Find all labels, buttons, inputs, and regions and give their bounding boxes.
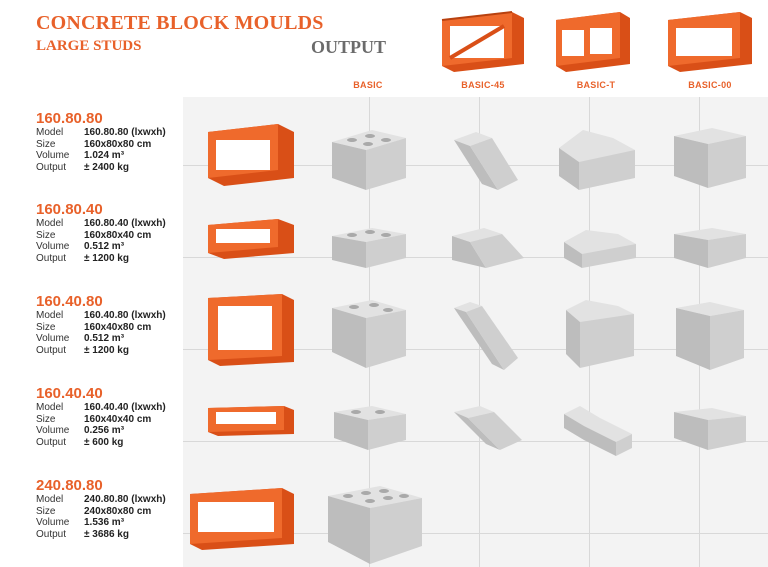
page-subtitle: LARGE STUDS bbox=[36, 38, 142, 54]
mould-160-40-40 bbox=[208, 406, 294, 436]
block-160-40-80-basic-00 bbox=[676, 302, 744, 370]
row-title: 160.80.80 bbox=[36, 110, 103, 127]
mould-160-80-40 bbox=[208, 219, 294, 259]
column-mould-basic-t bbox=[668, 12, 752, 72]
block-160-40-40-basic-t bbox=[564, 406, 632, 456]
mould-160-80-80 bbox=[208, 124, 294, 186]
block-240-80-80-basic bbox=[328, 486, 422, 564]
column-label-basic-t: BASIC-T bbox=[576, 80, 616, 90]
output-heading: OUTPUT bbox=[311, 37, 387, 57]
block-160-80-80-basic-00 bbox=[674, 128, 746, 188]
row-title: 160.40.80 bbox=[36, 293, 103, 310]
row-title: 160.40.40 bbox=[36, 385, 103, 402]
mould-240-80-80 bbox=[190, 488, 294, 550]
mould-160-40-80 bbox=[208, 294, 294, 366]
block-160-80-40-basic bbox=[332, 228, 406, 268]
block-160-80-80-basic bbox=[332, 130, 406, 190]
row-title: 240.80.80 bbox=[36, 477, 103, 494]
column-mould-basic bbox=[441, 11, 524, 72]
column-label-basic-45: BASIC-45 bbox=[461, 80, 505, 90]
block-160-80-40-basic-t bbox=[564, 230, 636, 268]
block-160-40-80-basic bbox=[332, 300, 406, 368]
column-label-basic-00: BASIC-00 bbox=[688, 80, 732, 90]
block-160-80-40-basic-45 bbox=[452, 228, 524, 268]
block-160-40-80-basic-45 bbox=[454, 302, 518, 370]
block-160-40-40-basic-45 bbox=[454, 406, 522, 450]
page-title: CONCRETE BLOCK MOULDS bbox=[36, 12, 324, 34]
column-mould-basic-45 bbox=[556, 12, 630, 72]
block-160-80-80-basic-45 bbox=[454, 132, 518, 190]
column-label-basic: BASIC bbox=[353, 80, 383, 90]
block-160-80-80-basic-t bbox=[559, 130, 635, 190]
block-160-80-40-basic-00 bbox=[674, 228, 746, 268]
row-title: 160.80.40 bbox=[36, 201, 103, 218]
block-160-40-40-basic-00 bbox=[674, 408, 746, 450]
block-160-40-80-basic-t bbox=[566, 300, 634, 368]
block-160-40-40-basic bbox=[334, 406, 406, 450]
